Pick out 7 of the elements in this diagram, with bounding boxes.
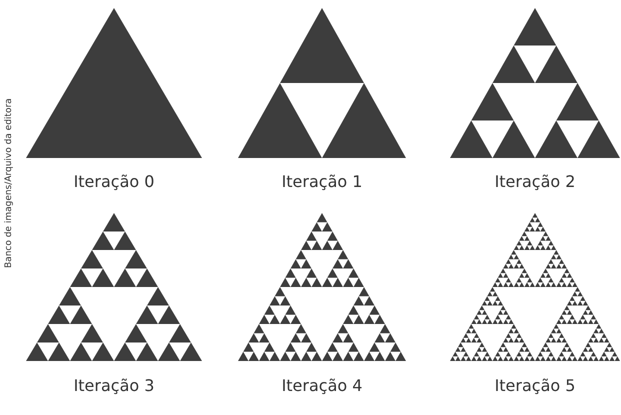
iteration-caption: Iteração 2 bbox=[494, 172, 576, 191]
image-credit: Banco de imagens/Arquivo da editora bbox=[4, 98, 14, 268]
iteration-caption: Iteração 5 bbox=[494, 376, 576, 395]
iteration-caption: Iteração 1 bbox=[282, 172, 362, 191]
iteration-caption: Iteração 0 bbox=[74, 172, 154, 191]
iteration-caption: Iteração 3 bbox=[74, 376, 154, 395]
iteration-caption: Iteração 4 bbox=[282, 376, 362, 395]
